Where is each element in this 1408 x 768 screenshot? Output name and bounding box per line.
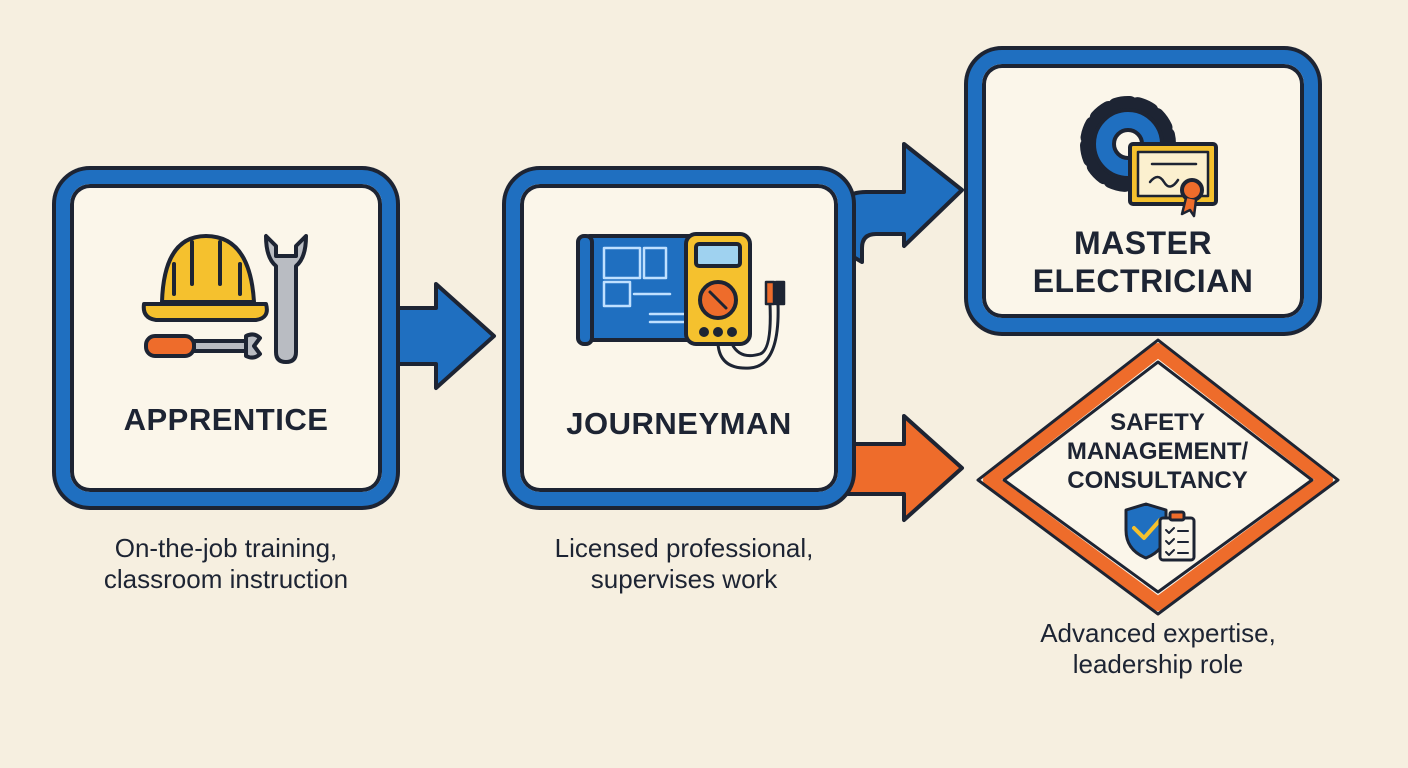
safety-caption: Advanced expertise, leadership role	[1000, 618, 1316, 680]
hard-hat-icon	[141, 234, 269, 322]
wrench-icon	[264, 234, 308, 364]
safety-caption-line1: Advanced expertise,	[1040, 618, 1276, 648]
master-title: MASTER ELECTRICIAN	[982, 224, 1304, 300]
safety-title-line1: SAFETY	[1110, 409, 1205, 436]
journeyman-title: JOURNEYMAN	[566, 406, 792, 441]
journeyman-icons	[576, 232, 786, 370]
journeyman-caption: Licensed professional, supervises work	[506, 533, 862, 595]
safety-caption-line2: leadership role	[1072, 649, 1244, 679]
safety-title-line3: CONSULTANCY	[1067, 467, 1248, 494]
apprentice-card: APPRENTICE	[56, 170, 396, 506]
master-title-line2: ELECTRICIAN	[1032, 263, 1254, 299]
certificate-icon	[1128, 142, 1218, 218]
apprentice-caption-line2: classroom instruction	[103, 564, 349, 594]
safety-title-line2: MANAGEMENT/	[1066, 438, 1249, 465]
apprentice-title: APPRENTICE	[123, 402, 329, 437]
master-title-line1: MASTER	[1073, 225, 1213, 261]
journeyman-card: JOURNEYMAN	[506, 170, 852, 506]
apprentice-caption: On-the-job training, classroom instructi…	[56, 533, 396, 595]
master-electrician-card: MASTER ELECTRICIAN	[968, 50, 1318, 332]
blueprint-icon	[576, 234, 704, 346]
clipboard-checklist-icon	[1158, 510, 1196, 562]
apprentice-icons	[141, 234, 308, 364]
safety-diamond-shape	[983, 343, 1333, 611]
multimeter-icon	[684, 232, 786, 370]
journeyman-caption-line2: supervises work	[590, 564, 778, 594]
master-icons	[1080, 96, 1218, 218]
arrow-journeyman-to-safety	[846, 414, 964, 522]
apprentice-caption-line1: On-the-job training,	[114, 533, 338, 563]
screwdriver-icon	[144, 332, 262, 360]
safety-title: SAFETY MANAGEMENT/ CONSULTANCY	[1015, 408, 1300, 495]
journeyman-caption-line1: Licensed professional,	[554, 533, 814, 563]
